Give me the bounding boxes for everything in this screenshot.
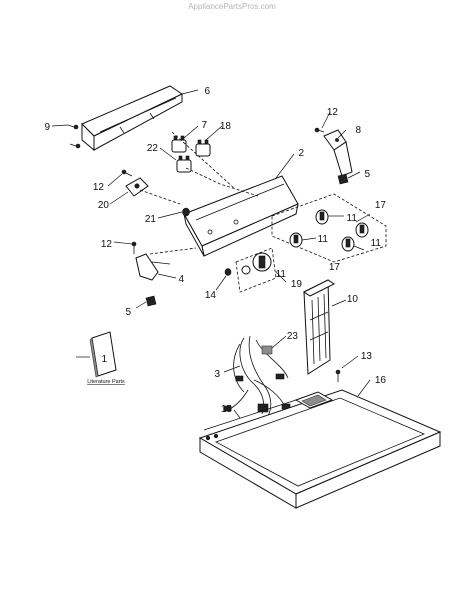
- callout-2: 2: [298, 148, 304, 159]
- callout-5-right: 5: [364, 169, 370, 180]
- watermark: AppliancePartsPros.com: [188, 2, 276, 11]
- switch-7[interactable]: [171, 135, 187, 153]
- callout-23: 23: [287, 331, 299, 342]
- callout-numbers: 1 2 3 4 5 5 6 7 8 9 10 11 11 11 11 12 12…: [44, 86, 386, 415]
- callout-17-lower: 17: [329, 262, 341, 273]
- callout-3: 3: [214, 369, 220, 380]
- side-bracket-4[interactable]: [135, 253, 171, 281]
- callout-15: 15: [221, 404, 233, 415]
- callout-12-upper-left: 12: [93, 182, 105, 193]
- callout-11-c: 11: [318, 234, 329, 245]
- switch-22[interactable]: [176, 155, 192, 173]
- callout-10: 10: [347, 294, 359, 305]
- callout-22: 22: [147, 143, 159, 154]
- leader-lines: [51, 89, 371, 419]
- assembly-guide-line-switch: [185, 167, 259, 197]
- callout-11-b: 11: [371, 238, 382, 249]
- knob-11-b[interactable]: [355, 222, 369, 238]
- callout-8: 8: [355, 125, 361, 136]
- callout-6: 6: [204, 86, 210, 97]
- knob-11-c[interactable]: [289, 232, 303, 248]
- back-trim-rail[interactable]: [81, 85, 184, 152]
- knob-11-a[interactable]: [315, 209, 329, 225]
- top-panel-16[interactable]: [198, 389, 442, 509]
- connector-23[interactable]: [261, 345, 273, 355]
- callout-9: 9: [44, 122, 50, 133]
- callout-19: 19: [291, 279, 303, 290]
- callout-13: 13: [361, 351, 373, 362]
- timer-knob-group-19: [235, 247, 277, 293]
- callout-18: 18: [220, 121, 232, 132]
- timer-bracket-8[interactable]: [323, 129, 353, 177]
- switch-18[interactable]: [195, 139, 211, 157]
- control-console-2[interactable]: [183, 175, 299, 257]
- knob-11-timer[interactable]: [241, 265, 251, 275]
- callout-12-right: 12: [327, 107, 339, 118]
- callout-1: 1: [101, 354, 107, 365]
- spring-14[interactable]: [224, 268, 232, 276]
- screw-12-right[interactable]: [314, 127, 325, 133]
- knob-group-17: [271, 193, 387, 263]
- screw-13[interactable]: [335, 369, 341, 382]
- callout-20: 20: [98, 200, 110, 211]
- knob-11-d[interactable]: [341, 236, 355, 252]
- callout-5-left: 5: [125, 307, 131, 318]
- assembly-guide-line-side: [149, 247, 197, 255]
- screw-12-mid-left[interactable]: [131, 241, 137, 254]
- callout-11-a: 11: [347, 213, 358, 224]
- gasket-15[interactable]: [203, 399, 297, 431]
- callout-21: 21: [145, 214, 157, 225]
- assembly-guide-line-rail: [171, 131, 235, 189]
- literature-label: Literature Parts: [87, 379, 125, 385]
- literature-booklet[interactable]: [89, 331, 117, 378]
- callout-14: 14: [205, 290, 217, 301]
- callout-11-d: 11: [276, 269, 287, 280]
- callout-4: 4: [178, 274, 184, 285]
- screw-12-upper-left[interactable]: [121, 169, 133, 177]
- callout-7: 7: [201, 120, 207, 131]
- clip-21[interactable]: [182, 207, 190, 217]
- timer-knob[interactable]: [252, 252, 272, 272]
- callout-16: 16: [375, 375, 387, 386]
- assembly-guide-line-bracket: [139, 189, 181, 205]
- callout-17-right: 17: [375, 200, 387, 211]
- clip-5-right[interactable]: [337, 173, 349, 185]
- lint-filter-housing-10[interactable]: [303, 279, 335, 375]
- screws-9[interactable]: [67, 124, 81, 149]
- bracket-20[interactable]: [125, 177, 149, 197]
- clip-5-left[interactable]: [145, 295, 157, 307]
- wire-harness-3[interactable]: [223, 335, 291, 417]
- callout-12-mid-left: 12: [101, 239, 113, 250]
